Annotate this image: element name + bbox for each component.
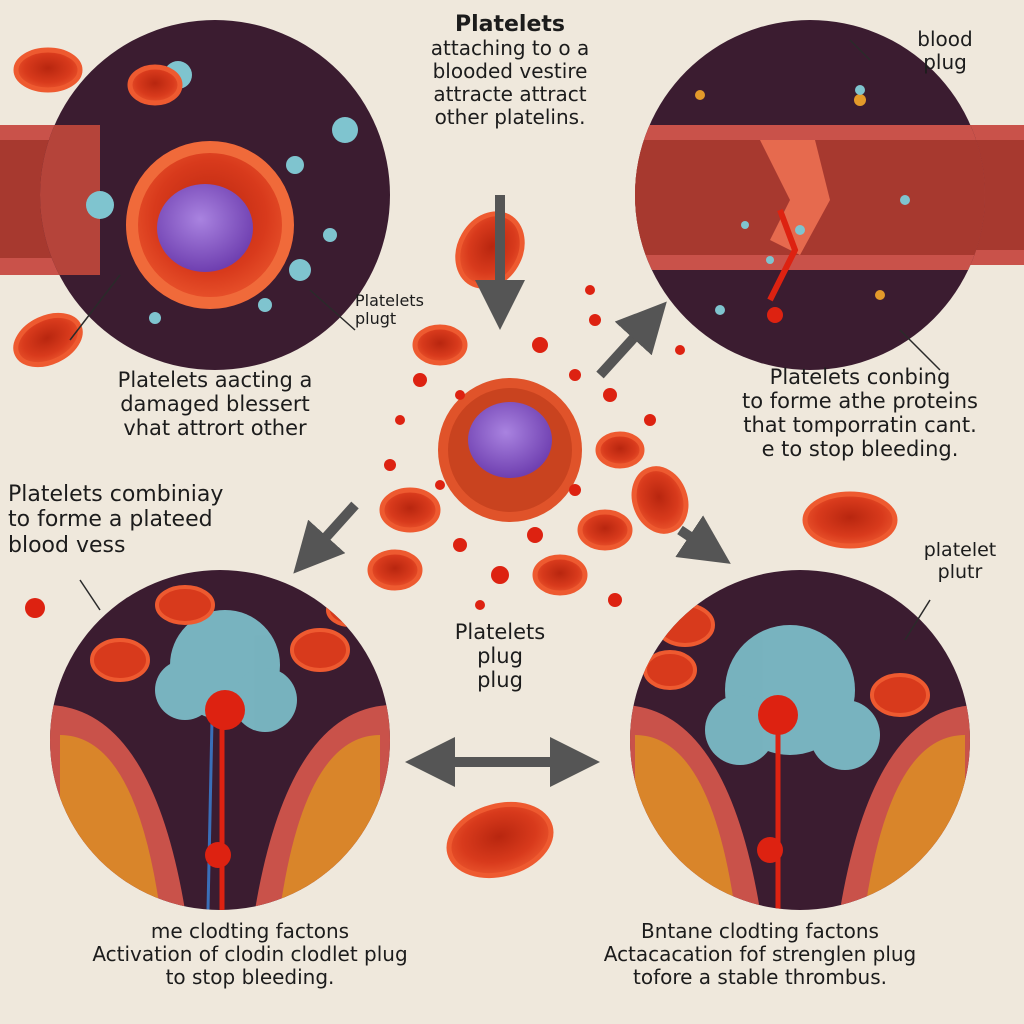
label-line: damaged blessert	[120, 392, 310, 417]
label-line: Platelets aacting a	[117, 368, 313, 392]
label-line: to forme athe proteins	[742, 389, 978, 414]
label-line: plug	[923, 50, 967, 74]
label-line: other platelins.	[434, 105, 586, 130]
clot-mesh	[705, 625, 880, 770]
label-right-lower: platelet plutr	[905, 539, 1015, 584]
panel-platelet-activation	[40, 20, 390, 370]
label-line: attracte attract	[433, 82, 587, 107]
label-line: vhat attrort other	[123, 416, 307, 441]
label-line: Platelets	[454, 620, 546, 644]
panel-damaged-vessel	[635, 20, 985, 370]
label-line: tofore a stable thrombus.	[632, 965, 887, 989]
label-line: blooded vestire	[432, 59, 588, 84]
label-title: Platelets	[454, 12, 566, 37]
label-line: to stop bleeding.	[165, 965, 335, 989]
label-line: Platelets conbing	[769, 365, 951, 389]
panel-clotting-factors-right	[630, 570, 970, 910]
label-line: Activation of clodin clodlet plug	[92, 942, 408, 966]
label-line: blood	[917, 27, 973, 51]
blood-droplets	[25, 285, 685, 618]
label-line: plug	[477, 644, 523, 669]
label-bottom-right: Bntane clodting factons Actacacation fof…	[535, 920, 985, 989]
arrow-up-right-icon	[596, 301, 667, 379]
label-line: Actacacation fof strenglen plug	[603, 942, 917, 966]
label-center-lower: Platelets plug plug	[430, 620, 570, 692]
label-right-mid: Platelets conbing to forme athe proteins…	[705, 365, 1015, 462]
label-mid-small: Platelets plugt	[355, 291, 475, 329]
label-line: that tomporratin cant.	[743, 413, 977, 438]
label-line: platelet	[923, 539, 997, 561]
label-line: Platelets combiniay	[8, 482, 224, 507]
label-line: plugt	[355, 309, 397, 329]
label-line: Bntane clodting factons	[641, 919, 879, 943]
label-line: e to stop bleeding.	[761, 437, 959, 462]
platelet-icon	[438, 378, 582, 522]
label-left-lower: Platelets combiniay to forme a plateed b…	[8, 482, 308, 558]
label-line: to forme a plateed	[8, 507, 213, 533]
clot-mesh	[155, 610, 297, 732]
arrow-down-right-icon	[675, 515, 731, 564]
label-line: plutr	[937, 560, 983, 583]
arrows	[293, 195, 731, 787]
label-line: plug	[477, 668, 523, 693]
label-line: me clodting factons	[150, 919, 350, 943]
label-bottom-left: me clodting factons Activation of clodin…	[30, 920, 470, 989]
label-top-right: blood plug	[905, 28, 985, 74]
red-blood-cell-icon	[13, 47, 898, 878]
arrow-down-left-icon	[293, 501, 359, 574]
rbc-group	[643, 603, 930, 717]
label-line: blood vess	[8, 532, 126, 558]
label-top-center: Platelets attaching to o a blooded vesti…	[380, 12, 640, 129]
panel-clotting-factors-left	[50, 570, 390, 910]
label-left-mid: Platelets aacting a damaged blessert vha…	[70, 368, 360, 440]
label-line: Platelets	[355, 291, 424, 310]
label-line: attaching to o a	[430, 36, 590, 61]
leader-lines	[69, 39, 941, 641]
